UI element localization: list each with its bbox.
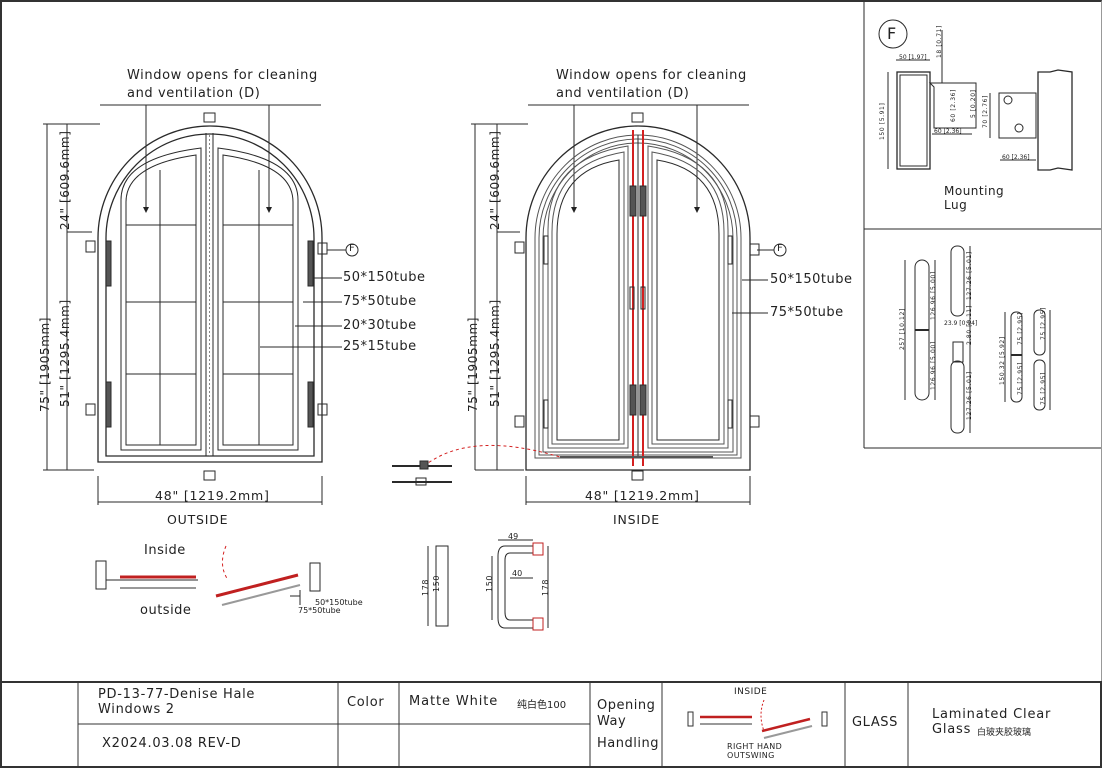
hinge-detail [904,245,1051,434]
lug-dim: 50 [1.97] [899,54,927,61]
hinge-dim: 75 [2.95] [1017,312,1024,345]
outside-note-line1: Window opens for cleaning [127,68,318,83]
hinge-dim: 127.26 [5.01] [966,371,973,420]
lug-title-line1: Mounting [944,184,1005,198]
lug-dim: 60 [2.36] [934,128,962,135]
project-name-line1: PD-13-77-Denise Hale [98,687,256,702]
inside-dim-lower-height: 51" [1295.4mm] [488,299,502,407]
inside-callout-50x150: 50*150tube [770,272,853,287]
hinge-dim: 126.96 [5.00] [930,341,937,390]
outside-detail-ref: F [349,243,355,254]
inside-caption: INSIDE [613,512,660,527]
handle-side-dim-49: 49 [508,532,519,541]
lug-dim: 60 [2.36] [950,89,957,122]
hinge-dim: 2.80 [0.11] [966,305,973,345]
section-callout-50x150: 50*150tube [315,598,363,607]
hinge-dim: 150.32 [5.92] [999,336,1006,385]
inside-callout-75x50: 75*50tube [770,305,844,320]
hinge-dim: 126.96 [5.00] [930,271,937,320]
outside-callout-75x50: 75*50tube [343,294,417,309]
color-label: Color [347,695,385,710]
lug-detail-ref: F [887,24,897,43]
mounting-lug-detail [878,19,1073,171]
revision-label: X2024.03.08 REV-D [102,736,242,751]
hinge-dim: 257 [10.12] [899,308,906,350]
section-callout-75x50: 75*50tube [298,606,341,615]
opening-type-line1: RIGHT HAND [727,742,783,751]
inside-note-line2: and ventilation (D) [556,86,690,101]
opening-label-line1: Opening [597,698,656,713]
outside-dim-lower-height: 51" [1295.4mm] [58,299,72,407]
outside-window-elevation [43,104,359,505]
lug-title-line2: Lug [944,198,968,212]
opening-label-line2: Way [597,714,627,729]
outside-note-line2: and ventilation (D) [127,86,261,101]
lug-dim: 60 [2.36] [1002,154,1030,161]
color-value: Matte White [409,694,499,709]
hinge-dim: 75 [2.95] [1017,362,1024,395]
glass-value-line2: Glass [932,722,972,737]
outside-dim-total-height: 75" [1905mm] [38,316,52,412]
handle-side-dim-150: 150 [485,574,494,592]
section-outside-label: outside [140,603,192,618]
glass-value-line1: Laminated Clear [932,707,1052,722]
opening-inside-label: INSIDE [734,687,768,697]
inside-dim-total-height: 75" [1905mm] [466,316,480,412]
outside-callout-50x150: 50*150tube [343,270,426,285]
handle-side-dim-178: 178 [541,578,550,596]
outside-callout-25x15: 25*15tube [343,339,417,354]
title-block-grid [0,681,1102,768]
glass-value-cn: 白玻夹胶玻璃 [977,728,1032,738]
inside-dim-width: 48" [1219.2mm] [585,488,700,503]
inside-dim-arch-height: 24" [609.6mm] [488,130,502,231]
inside-window-elevation [392,104,787,505]
opening-type-line2: OUTSWING [727,751,775,760]
handle-front-dim-178: 178 [421,578,430,596]
color-code: 纯白色100 [517,700,567,711]
hinge-dim: 127.26 [5.01] [966,251,973,300]
inside-detail-ref: F [777,243,783,254]
outside-callout-20x30: 20*30tube [343,318,417,333]
title-block: PD-13-77-Denise Hale Windows 2 X2024.03.… [0,681,1102,768]
hinge-dim: 75 [2.95] [1040,307,1047,340]
glass-label: GLASS [852,715,899,730]
handle-side-dim-40: 40 [512,569,523,578]
hinge-dim: 75 [2.95] [1040,372,1047,405]
lug-dim: 70 [2.76] [982,95,989,128]
outswing-section [95,545,321,606]
lug-dim: 18 [0.71] [936,25,943,58]
outside-dim-width: 48" [1219.2mm] [155,488,270,503]
outside-caption: OUTSIDE [167,512,229,527]
lug-dim: 5 [0.20] [970,89,977,118]
section-inside-label: Inside [144,543,186,558]
handling-label: Handling [597,736,659,751]
outside-dim-arch-height: 24" [609.6mm] [58,130,72,231]
hinge-dim: 23.9 [0.94] [944,320,978,327]
handle-detail [427,539,549,631]
lug-dim: 150 [5.91] [879,102,886,140]
handle-front-dim-150: 150 [432,574,441,592]
inside-note-line1: Window opens for cleaning [556,68,747,83]
project-name-line2: Windows 2 [98,702,175,717]
